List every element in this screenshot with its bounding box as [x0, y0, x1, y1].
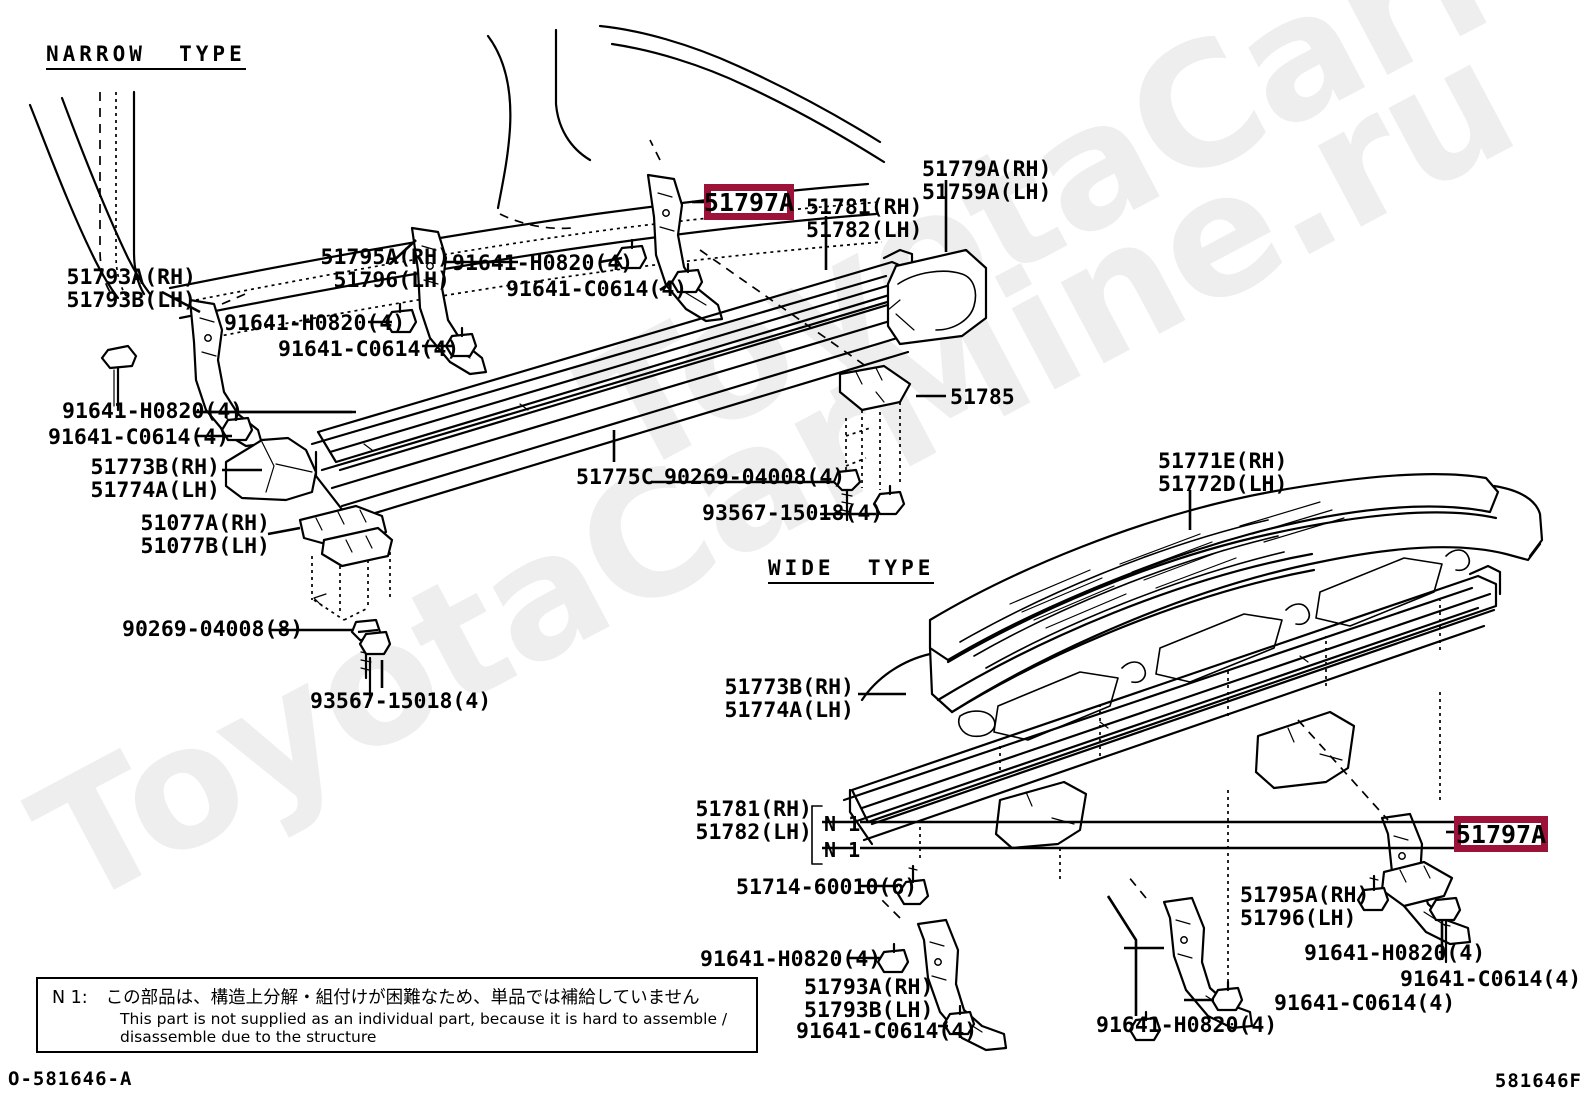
label-91641-c0614-w1: 91641-C0614(4)	[796, 1019, 978, 1044]
label-91641-c0614-w2: 91641-C0614(4)	[1400, 967, 1582, 992]
note-english-line-1: This part is not supplied as an individu…	[120, 1010, 728, 1028]
highlight-value-bottom: 51797A	[1455, 819, 1547, 849]
note-tag: N 1:	[52, 988, 88, 1008]
label-91641-c0614-n3: 91641-C0614(4)	[48, 425, 230, 450]
highlight-part-51797a-bottom[interactable]: 51797A	[1454, 816, 1548, 852]
clip-h0820-w2	[1128, 1010, 1162, 1042]
label-91641-c0614-n2: 91641-C0614(4)	[278, 337, 460, 362]
label-51781-wide: 51781(RH) 51782(LH)	[695, 797, 813, 845]
clip-h0820-w3	[1356, 874, 1390, 912]
label-91641-h0820-n1: 91641-H0820(4)	[452, 251, 634, 276]
label-51781-narrow: 51781(RH) 51782(LH)	[806, 195, 923, 243]
note-box: N 1: この部品は、構造上分解・組付けが困難なため、単品では補給していません T…	[36, 977, 758, 1053]
label-51793-wide: 51793A(RH) 51793B(LH)	[804, 975, 934, 1023]
section-heading-wide: WIDE TYPE	[768, 556, 935, 584]
label-51795-narrow: 51795A(RH) 51796(LH)	[320, 245, 450, 293]
reinforcement-51077	[298, 504, 394, 621]
step-board-51775c	[310, 248, 914, 558]
label-51775c: 51775C	[576, 465, 654, 490]
clip-51714	[896, 864, 930, 906]
highlight-value-top: 51797A	[703, 187, 795, 217]
label-51773-wide: 51773B(RH) 51774A(LH)	[724, 675, 854, 723]
label-51779: 51779A(RH) 51759A(LH)	[922, 157, 1052, 205]
clip-c0614-n2	[220, 410, 254, 442]
label-91641-h0820-w1: 91641-H0820(4)	[700, 947, 882, 972]
leader-lines	[161, 180, 1470, 1028]
drawing-code-bottom-right: 581646F	[1494, 1070, 1582, 1092]
clip-h0820-w1	[876, 942, 910, 974]
end-cap-51779	[886, 248, 988, 346]
note-english-line-2: disassemble due to the structure	[120, 1028, 377, 1046]
label-93567-15018-left: 93567-15018(4)	[310, 689, 492, 714]
label-51773-narrow: 51773B(RH) 51774A(LH)	[90, 455, 220, 503]
label-51077: 51077A(RH) 51077B(LH)	[140, 511, 270, 559]
highlight-part-51797a-top[interactable]: 51797A	[704, 184, 794, 220]
label-91641-h0820-w3: 91641-H0820(4)	[1096, 1013, 1278, 1038]
clip-c0614-w1	[942, 1004, 976, 1036]
label-51785: 51785	[950, 385, 1015, 410]
wide-mid-brackets	[919, 600, 1441, 986]
drawing-code-bottom-left: O-581646-A	[8, 1068, 133, 1090]
section-heading-narrow: NARROW TYPE	[46, 42, 246, 70]
label-91641-h0820-n2: 91641-H0820(4)	[224, 311, 406, 336]
clip-h0820-n2	[100, 344, 138, 412]
clip-93567-mid	[872, 484, 906, 516]
label-51795-wide: 51795A(RH) 51796(LH)	[1240, 883, 1370, 931]
label-90269-04008-4: 90269-04008(4)	[664, 465, 846, 490]
bracket-51793-wide	[879, 897, 1008, 1052]
bracket-51797-narrow	[646, 139, 901, 391]
label-90269-04008-8: 90269-04008(8)	[122, 617, 304, 642]
note-row: N 1: この部品は、構造上分解・組付けが困難なため、単品では補給していません	[52, 984, 700, 1009]
label-91641-c0614-n1: 91641-C0614(4)	[506, 277, 688, 302]
bracket-51785	[838, 364, 912, 490]
label-91641-h0820-n3: 91641-H0820(4)	[62, 399, 244, 424]
clip-93567-left	[357, 628, 392, 702]
end-cap-51773-narrow	[224, 436, 318, 502]
note-japanese-text: この部品は、構造上分解・組付けが困難なため、単品では補給していません	[105, 988, 700, 1008]
label-91641-c0614-w3: 91641-C0614(4)	[1274, 991, 1456, 1016]
label-93567-15018-mid: 93567-15018(4)	[702, 501, 884, 526]
label-51771: 51771E(RH) 51772D(LH)	[1158, 449, 1288, 497]
fasteners	[100, 238, 1462, 1042]
label-91641-h0820-w2: 91641-H0820(4)	[1304, 941, 1486, 966]
clip-c0614-w3	[1428, 896, 1462, 964]
clip-c0614-w2	[1210, 980, 1244, 1012]
n1-marker-a: N 1	[824, 812, 861, 836]
wide-lower-rail	[842, 564, 1502, 846]
label-51714-60010: 51714-60010(6)	[736, 875, 918, 900]
label-51793-narrow: 51793A(RH) 51793B(LH)	[66, 265, 196, 313]
running-board-51771	[928, 472, 1544, 741]
n1-marker-b: N 1	[824, 838, 861, 862]
